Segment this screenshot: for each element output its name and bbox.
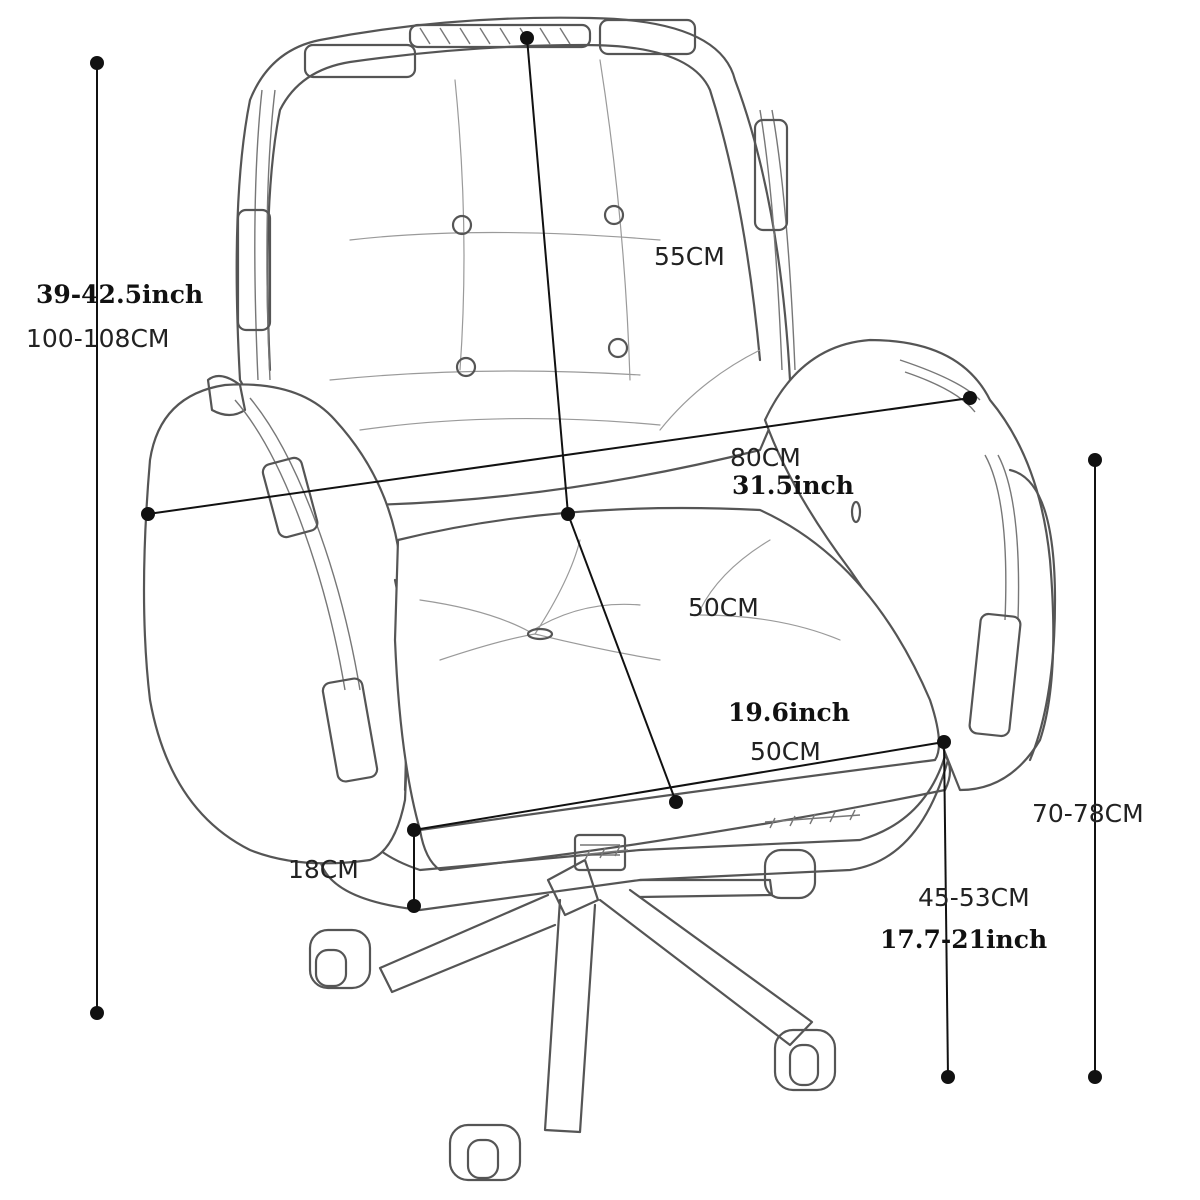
seat-width-line (413, 741, 945, 831)
dimension-lines (90, 31, 1102, 1084)
arm-total-height-cm-label: 70-78CM (1032, 799, 1144, 828)
seat-height-line (943, 741, 949, 1078)
seat-width-inch-label: 19.6inch (728, 698, 850, 727)
backrest (235, 16, 796, 507)
total-width-line (147, 397, 971, 515)
total-height-bottom-dot (90, 1006, 104, 1020)
seat-depth-line (567, 513, 677, 803)
seat-height-inch-label: 17.7-21inch (880, 925, 1047, 954)
back-height-cm-label: 55CM (654, 242, 725, 271)
total-width-cm-label: 80CM (730, 443, 801, 472)
chair-illustration (142, 16, 1057, 1182)
arm-total-height-top-dot (1088, 453, 1102, 467)
dimension-labels: 39-42.5inch 100-108CM 55CM 80CM 31.5inch… (26, 242, 1144, 954)
back-height-top-dot (520, 31, 534, 45)
arm-height-bottom-dot (407, 899, 421, 913)
arm-total-height-bottom-dot (1088, 1070, 1102, 1084)
total-width-right-dot (963, 391, 977, 405)
seat-depth-bottom-dot (669, 795, 683, 809)
chair-base (308, 833, 837, 1182)
total-height-inch-label: 39-42.5inch (36, 280, 203, 309)
seat-width-cm-label: 50CM (750, 737, 821, 766)
seat-depth-cm-label: 50CM (688, 593, 759, 622)
total-height-top-dot (90, 56, 104, 70)
total-width-left-dot (141, 507, 155, 521)
arm-height-cm-label: 18CM (288, 855, 359, 884)
total-width-inch-label: 31.5inch (732, 471, 854, 500)
back-height-line (526, 37, 569, 515)
right-armrest (763, 338, 1057, 792)
seat-height-cm-label: 45-53CM (918, 883, 1030, 912)
total-height-cm-label: 100-108CM (26, 324, 169, 353)
left-armrest (142, 374, 408, 865)
seat-height-bottom-dot (941, 1070, 955, 1084)
